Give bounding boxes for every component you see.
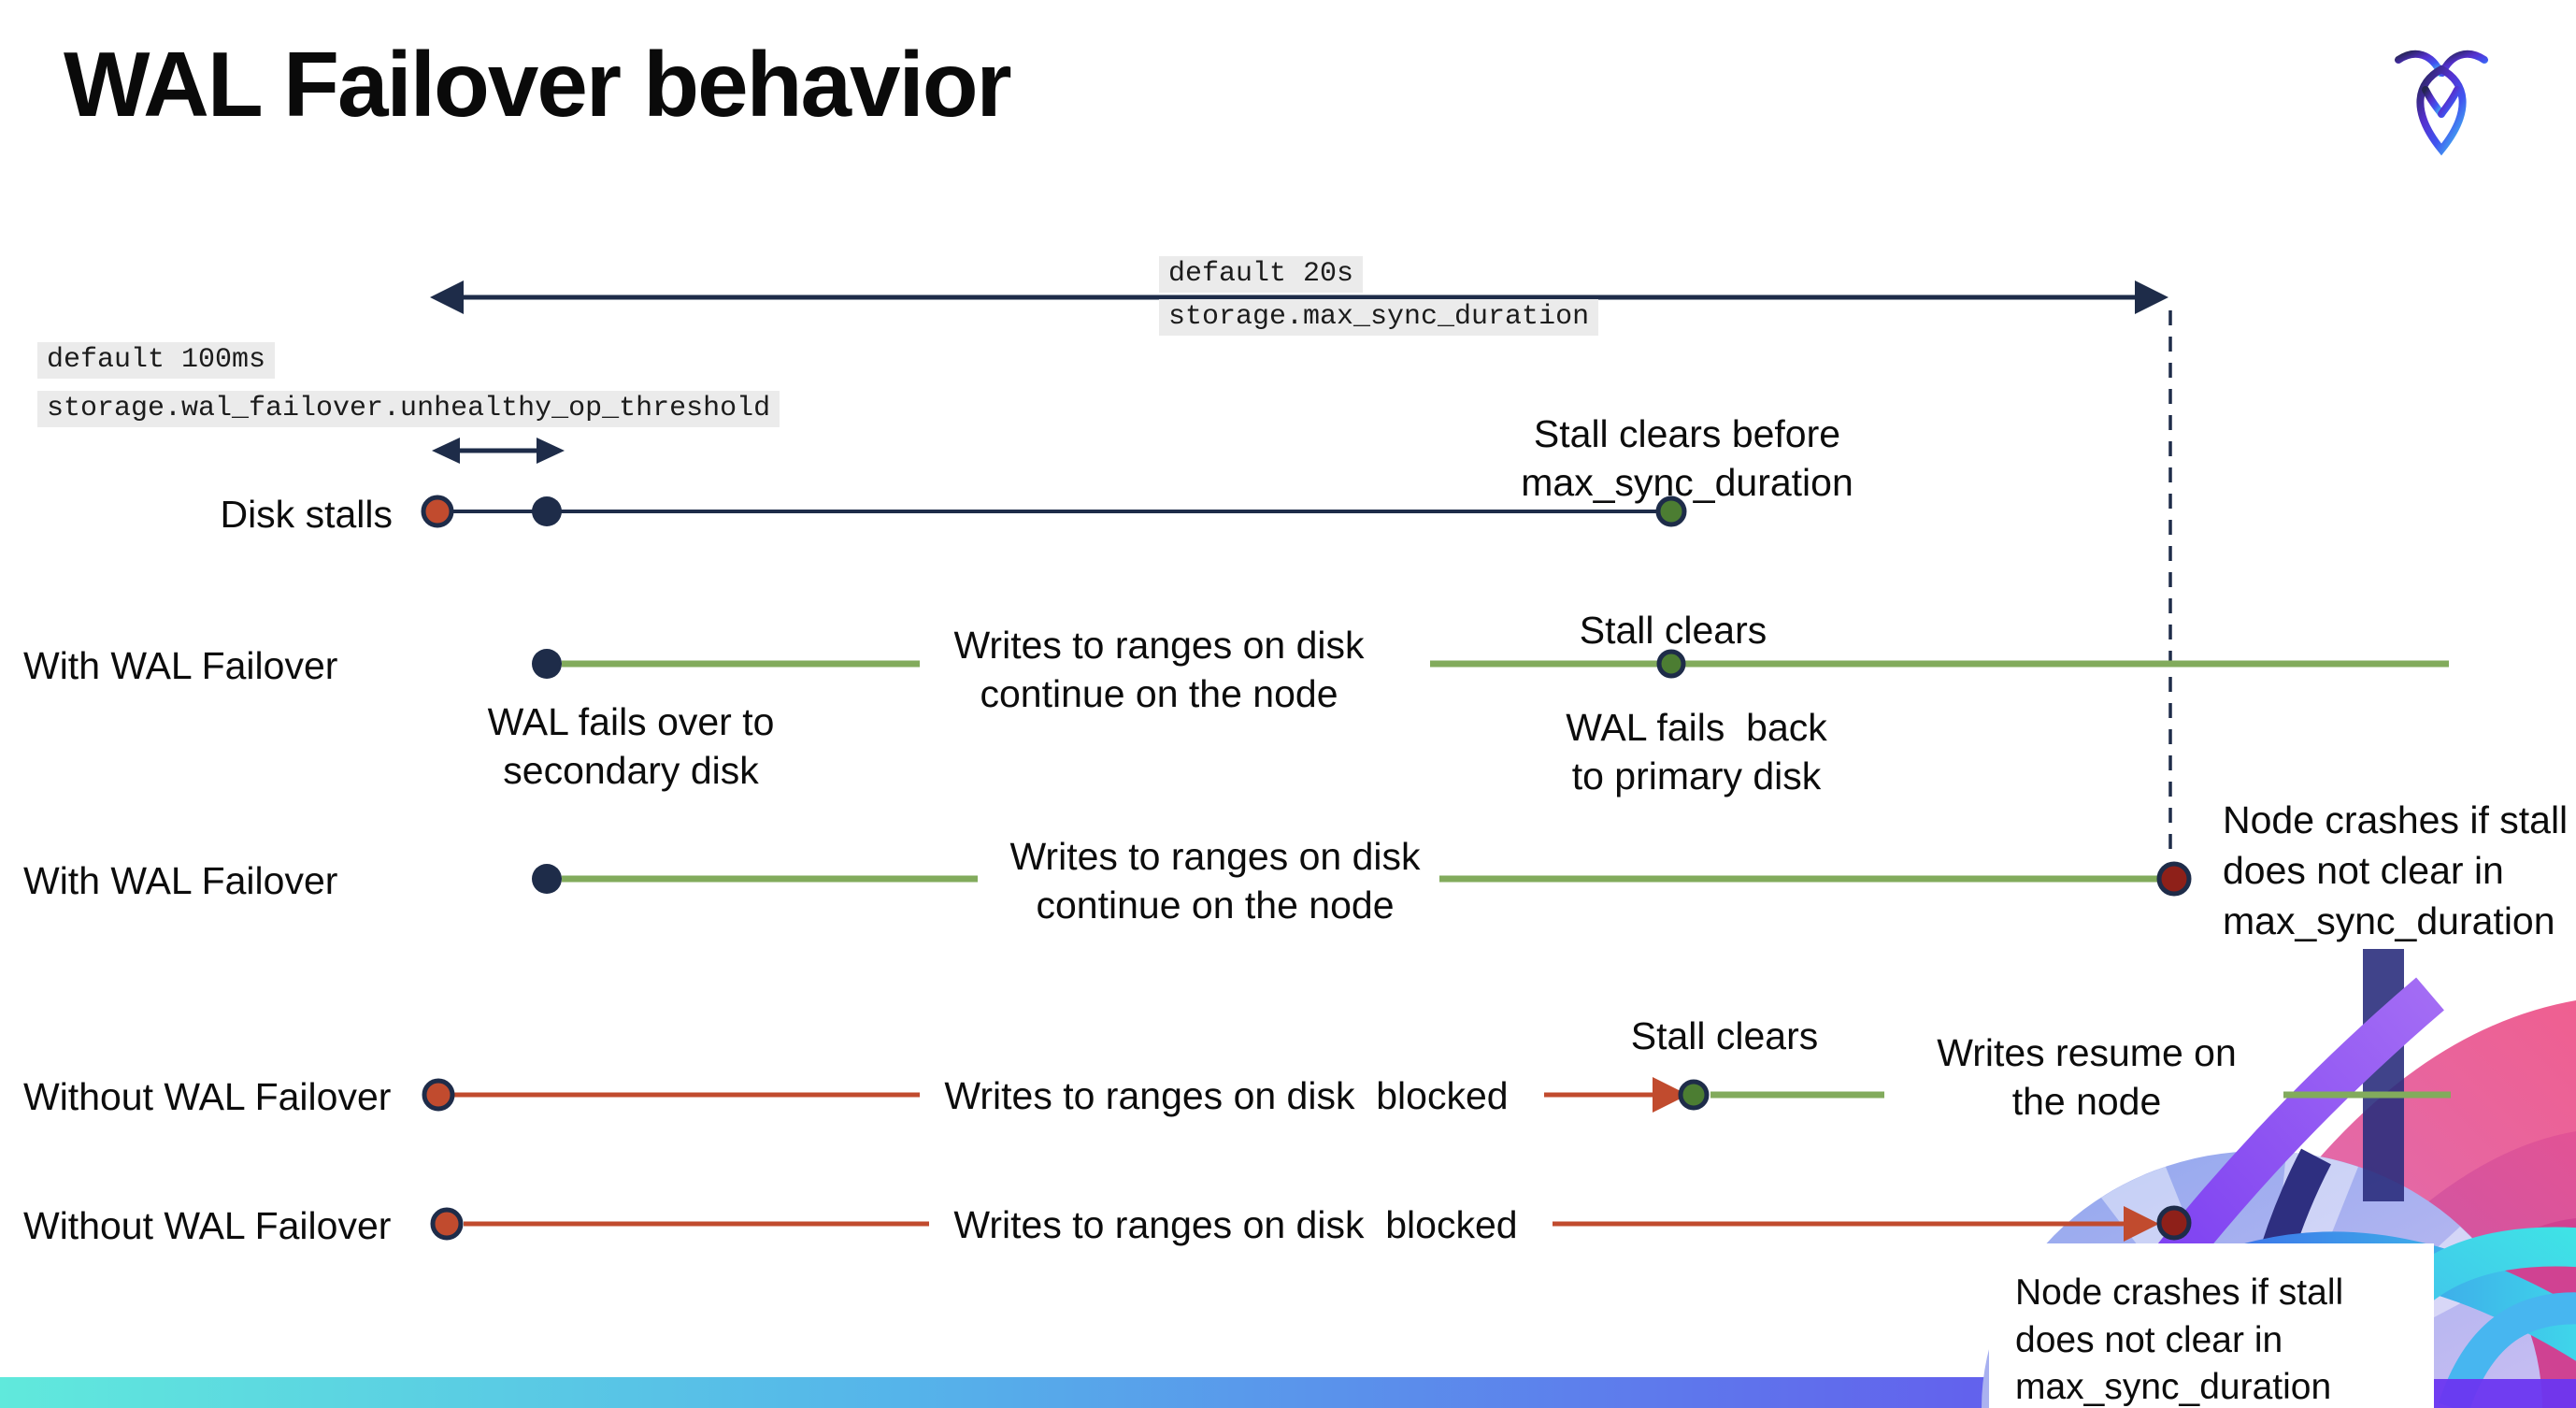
row5-crash-note: Node crashes if stall does not clear in … xyxy=(2015,1272,2344,1408)
row1-label: Disk stalls xyxy=(220,493,393,536)
row3-failover-dot xyxy=(532,864,562,894)
row3-crash-note: Node crashes if stall does not clear in … xyxy=(2223,798,2569,943)
row5-stall-start-dot xyxy=(430,1207,464,1241)
row4-stall-clears-dot xyxy=(1678,1079,1710,1111)
row3-writes-continue-note: Writes to ranges on disk continue on the… xyxy=(1009,835,1421,927)
row5-writes-blocked-note: Writes to ranges on disk blocked xyxy=(953,1203,1518,1246)
row5-crash-dot xyxy=(2156,1205,2192,1241)
row4-writes-blocked-note: Writes to ranges on disk blocked xyxy=(944,1074,1509,1117)
page-title: WAL Failover behavior xyxy=(64,33,1012,136)
cockroach-logo-icon xyxy=(2395,50,2488,156)
row3-crash-dot xyxy=(2156,861,2192,897)
unhealthy-op-setting-label: storage.wal_failover.unhealthy_op_thresh… xyxy=(37,391,780,427)
row1-stall-start-dot xyxy=(421,495,454,528)
row4-stall-start-dot xyxy=(422,1078,455,1112)
row4-label: Without WAL Failover xyxy=(23,1075,392,1118)
arrowhead-right-icon xyxy=(2135,280,2168,314)
unhealthy-op-default-label: default 100ms xyxy=(37,342,276,379)
row1-stall-clears-note: Stall clears before max_sync_duration xyxy=(1521,412,1853,505)
row1-stall-clears-dot xyxy=(1655,496,1687,527)
max-sync-setting-label: storage.max_sync_duration xyxy=(1159,299,1599,336)
row2-failover-dot xyxy=(532,649,562,679)
arrowhead-right-icon xyxy=(1653,1077,1688,1113)
row2-stall-clears-note: Stall clears xyxy=(1579,609,1767,652)
arrowhead-right-icon xyxy=(2124,1206,2159,1242)
row2-label: With WAL Failover xyxy=(23,644,338,687)
row1-threshold-dot xyxy=(532,496,562,526)
arrowhead-left-icon xyxy=(430,280,464,314)
row5-crash-callout-box: Node crashes if stall does not clear in … xyxy=(1989,1243,2434,1408)
row4-writes-resume-note: Writes resume on the node xyxy=(1937,1031,2237,1124)
row2-writes-continue-note: Writes to ranges on disk continue on the… xyxy=(953,624,1365,716)
row2-fails-over-note: WAL fails over to secondary disk xyxy=(487,700,775,793)
row4-stall-clears-note: Stall clears xyxy=(1630,1014,1819,1057)
max-sync-default-label: default 20s xyxy=(1159,256,1364,293)
arrowhead-right-icon xyxy=(537,438,565,464)
row2-stall-clears-dot xyxy=(1656,649,1686,679)
row2-fails-back-note: WAL fails back to primary disk xyxy=(1566,706,1827,798)
row3-label: With WAL Failover xyxy=(23,859,338,902)
arrowhead-left-icon xyxy=(432,438,460,464)
row5-label: Without WAL Failover xyxy=(23,1204,392,1247)
